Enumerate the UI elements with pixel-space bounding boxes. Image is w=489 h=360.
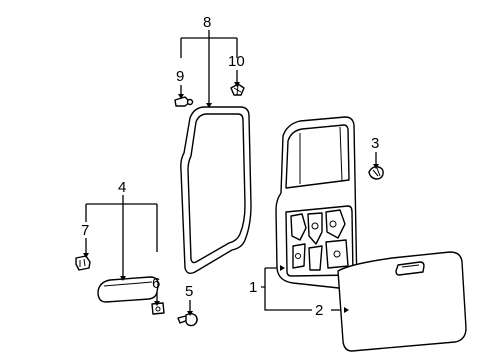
callout-10: 10 — [228, 53, 245, 70]
clip-fastener — [174, 96, 194, 107]
callout-1: 1 — [249, 279, 257, 296]
door-shell — [275, 116, 358, 291]
arrow-4 — [120, 276, 126, 281]
arrow-5 — [187, 311, 193, 316]
arrow-8 — [206, 103, 212, 108]
callout-4: 4 — [118, 179, 126, 196]
arrowheads — [83, 82, 379, 316]
nut-clip — [151, 302, 165, 315]
weatherstrip-seal — [180, 106, 252, 275]
bolt-fastener — [368, 166, 384, 180]
callout-labels: 8 9 10 3 4 7 6 5 1 2 — [81, 14, 379, 319]
callout-3: 3 — [371, 135, 379, 152]
arrow-1 — [280, 265, 285, 271]
arrow-6 — [154, 301, 160, 306]
arrow-9 — [178, 94, 184, 99]
callout-8: 8 — [203, 14, 211, 31]
arrow-7 — [83, 253, 89, 258]
arrow-3 — [373, 164, 379, 169]
stud-bolt — [177, 313, 198, 327]
callout-9: 9 — [176, 68, 184, 85]
callout-2: 2 — [315, 302, 323, 319]
callout-7: 7 — [81, 222, 89, 239]
outer-door-skin — [337, 251, 467, 352]
leader-lines — [85, 30, 377, 312]
handle-bracket — [75, 255, 91, 271]
arrow-10 — [234, 82, 240, 87]
retainer-clip — [230, 83, 245, 96]
arrow-2 — [344, 307, 349, 313]
callout-6: 6 — [152, 275, 160, 292]
door-handle — [97, 276, 159, 303]
callout-5: 5 — [185, 283, 193, 300]
